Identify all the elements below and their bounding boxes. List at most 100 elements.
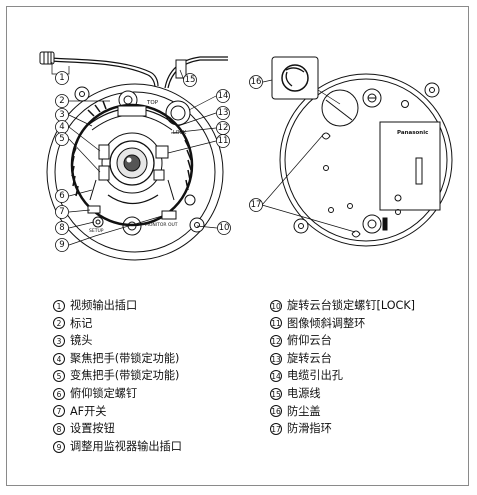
legend-item-15: 15 电源线 [270,385,415,403]
legend-number: 13 [270,352,282,365]
callout-15: 15 [183,73,197,87]
legend-text: 变焦把手(带锁定功能) [70,369,180,383]
left-callouts: 1 2 3 4 5 6 7 8 9 10 11 12 13 14 15 [55,71,231,252]
svg-text:17: 17 [251,200,262,210]
svg-text:14: 14 [218,91,229,101]
legend-item-4: 4 聚焦把手(带锁定功能) [53,350,182,368]
svg-text:5: 5 [59,134,64,144]
callout-5: 5 [55,132,69,146]
callout-2: 2 [55,94,69,108]
legend-text: 旋转云台 [287,351,332,365]
legend-number: 6 [53,387,65,400]
legend-text: 电缆引出孔 [287,369,343,383]
legend-number: 2 [53,317,65,330]
callout-6: 6 [55,189,69,203]
legend-item-14: 14 电缆引出孔 [270,367,415,385]
svg-text:7: 7 [59,207,64,217]
callout-9: 9 [55,238,69,252]
legend-item-1: 1 视频输出插口 [53,297,182,315]
legend-item-9: 9 调整用监视器输出插口 [53,438,182,456]
legend-item-10: 10 旋转云台锁定螺钉[LOCK] [270,297,415,315]
right-leader-lines [261,79,356,233]
legend-left: 1 视频输出插口 2 标记 3 镜头 4 聚焦把手(带锁定功能) 5 变焦把手(带锁定功能… [53,297,182,455]
callout-14: 14 [216,89,230,103]
callout-17: 17 [249,198,263,212]
legend-item-17: 17 防滑指环 [270,420,415,438]
setup-mark: SETUP [89,228,104,234]
svg-text:13: 13 [218,108,229,118]
legend-item-11: 11 图像倾斜调整环 [270,315,415,333]
legend-text: 设置按钮 [70,422,115,436]
svg-text:2: 2 [59,96,64,106]
legend-number: 14 [270,370,282,383]
top-mark: TOP [146,100,159,106]
legend-number: 11 [270,317,282,330]
legend-number: 9 [53,440,65,453]
callout-8: 8 [55,221,69,235]
legend-number: 3 [53,334,65,347]
callout-1: 1 [55,71,69,85]
right-callouts: 16 17 [249,75,263,212]
legend-text: 俯仰云台 [287,334,332,348]
legend-item-3: 3 镜头 [53,332,182,350]
legend-text: 俯仰锁定螺钉 [70,386,138,400]
legend-text: 镜头 [70,334,93,348]
legend-number: 1 [53,299,65,312]
legend-number: 4 [53,352,65,365]
monitor-out-mark: MONITOR OUT [145,222,178,228]
dust-cover-inset [271,56,341,105]
svg-text:10: 10 [219,223,230,233]
legend-number: 12 [270,334,282,347]
legend-text: 旋转云台锁定螺钉[LOCK] [287,299,416,312]
svg-text:6: 6 [59,191,64,201]
callout-7: 7 [55,205,69,219]
svg-text:9: 9 [59,240,64,250]
legend-number: 5 [53,370,65,383]
svg-text:11: 11 [218,136,229,146]
legend-item-5: 5 变焦把手(带锁定功能) [53,367,182,385]
legend-text: 防滑指环 [287,422,332,436]
camera-front-view [39,51,228,261]
legend-right: 10 旋转云台锁定螺钉[LOCK] 11 图像倾斜调整环 12 俯仰云台 13 旋转云台… [270,297,415,438]
callout-11: 11 [216,134,230,148]
legend-text: 图像倾斜调整环 [287,316,366,330]
legend-number: 7 [53,405,65,418]
lock-mark: LOCK [173,130,187,136]
callout-13: 13 [216,106,230,120]
svg-text:15: 15 [185,75,196,85]
callout-10: 10 [217,221,231,235]
callout-4: 4 [55,120,69,134]
legend-item-2: 2 标记 [53,315,182,333]
callout-12: 12 [216,121,230,135]
legend-number: 17 [270,422,282,435]
legend-item-6: 6 俯仰锁定螺钉 [53,385,182,403]
legend-text: 调整用监视器输出插口 [70,439,182,453]
legend-text: 聚焦把手(带锁定功能) [70,351,180,365]
callout-16: 16 [249,75,263,89]
legend-number: 8 [53,422,65,435]
legend-item-16: 16 防尘盖 [270,403,415,421]
brand-label: Panasonic [397,130,428,136]
legend-number: 10 [270,299,282,312]
legend-text: 电源线 [287,386,321,400]
legend-item-13: 13 旋转云台 [270,350,415,368]
svg-text:4: 4 [59,122,64,132]
svg-text:1: 1 [59,73,64,83]
svg-text:12: 12 [218,123,229,133]
camera-back-view [279,73,453,247]
legend-item-7: 7 AF开关 [53,403,182,421]
svg-text:3: 3 [59,110,64,120]
legend-item-12: 12 俯仰云台 [270,332,415,350]
legend-item-8: 8 设置按钮 [53,420,182,438]
legend-text: 标记 [70,316,93,330]
svg-text:8: 8 [59,223,64,233]
legend-text: AF开关 [70,404,107,418]
callout-3: 3 [55,108,69,122]
legend-text: 视频输出插口 [70,299,138,312]
legend-number: 15 [270,387,282,400]
legend-number: 16 [270,405,282,418]
left-leader-lines [51,62,218,246]
legend-text: 防尘盖 [287,404,321,418]
svg-text:16: 16 [251,77,262,87]
